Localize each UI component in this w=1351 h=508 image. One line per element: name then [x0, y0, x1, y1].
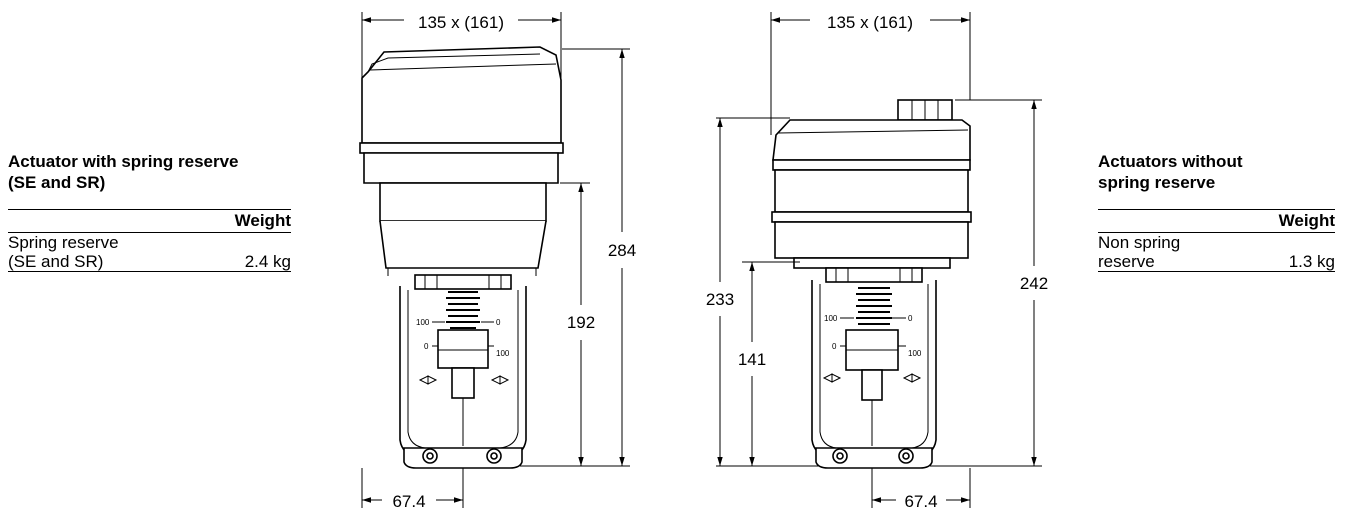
left-top-rule — [8, 209, 291, 210]
right-width-dimension: 135 x (161) — [827, 13, 913, 32]
left-offset-dimension: 67.4 — [392, 492, 425, 508]
right-total-height-dimension: 242 — [1020, 274, 1048, 293]
left-bottom-rule — [8, 271, 291, 272]
right-title-line1: Actuators without — [1098, 152, 1243, 171]
right-offset-dimension: 67.4 — [904, 492, 937, 508]
left-title-line1: Actuator with spring reserve — [8, 152, 239, 171]
left-lower-height-dimension: 192 — [567, 313, 595, 332]
right-top-rule — [1098, 209, 1335, 210]
right-weight-table: Actuators without spring reserve Weight … — [1098, 151, 1335, 272]
right-lower-height-dimension: 141 — [738, 350, 766, 369]
right-scale-0-left: 0 — [832, 342, 837, 351]
left-width-dimension: 135 x (161) — [418, 13, 504, 32]
left-scale-0-right: 0 — [496, 318, 501, 327]
right-scale-100-left: 100 — [824, 314, 838, 323]
left-scale-100-left: 100 — [416, 318, 430, 327]
right-row-label-line2: reserve — [1098, 252, 1155, 271]
left-table-title: Actuator with spring reserve (SE and SR) — [8, 151, 291, 199]
right-header-rule — [1098, 232, 1335, 233]
right-row-label-line1: Non spring — [1098, 233, 1181, 252]
right-weight-header: Weight — [1278, 211, 1335, 230]
left-row-value: 2.4 kg — [244, 252, 291, 271]
right-body-height-dimension: 233 — [706, 290, 734, 309]
left-weight-header: Weight — [234, 211, 291, 230]
right-table-title: Actuators without spring reserve — [1098, 151, 1335, 199]
right-actuator-drawing — [716, 12, 1042, 508]
right-table-row: Non spring reserve 1.3 kg — [1098, 233, 1335, 271]
right-row-value: 1.3 kg — [1288, 252, 1335, 271]
left-total-height-dimension: 284 — [608, 241, 636, 260]
right-title-line2: spring reserve — [1098, 173, 1216, 192]
left-scale-100-right: 100 — [496, 349, 510, 358]
left-actuator-drawing — [359, 12, 630, 508]
left-header-rule — [8, 232, 291, 233]
right-bottom-rule — [1098, 271, 1335, 272]
left-table-row: Spring reserve (SE and SR) 2.4 kg — [8, 233, 291, 271]
right-scale-0-right: 0 — [908, 314, 913, 323]
left-row-label-line2: (SE and SR) — [8, 252, 104, 271]
left-row-label-line1: Spring reserve — [8, 233, 119, 252]
left-weight-table: Actuator with spring reserve (SE and SR)… — [8, 151, 291, 272]
right-scale-100-right: 100 — [908, 349, 922, 358]
left-title-line2: (SE and SR) — [8, 173, 106, 192]
left-scale-0-left: 0 — [424, 342, 429, 351]
